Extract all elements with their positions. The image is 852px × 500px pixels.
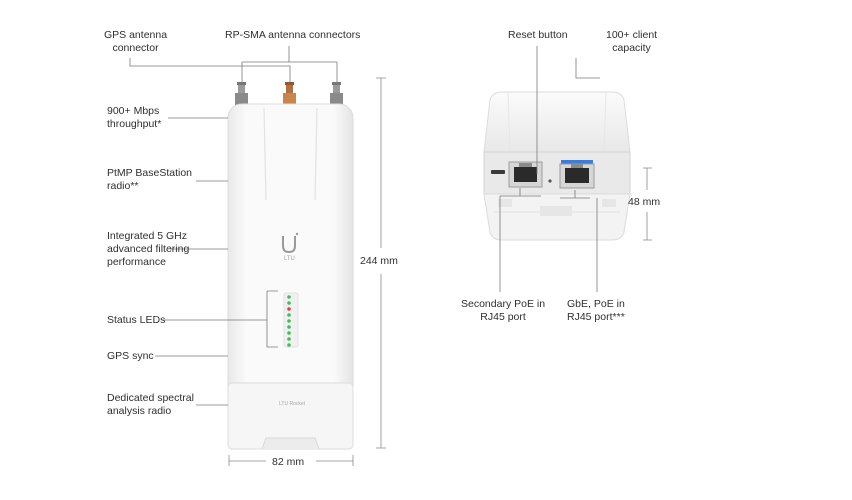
antenna-connector-left [235, 82, 248, 105]
rj45-port-gbe [559, 160, 595, 189]
device-logo-text: LTU [284, 256, 295, 262]
left-device [227, 82, 354, 450]
callout-secondary-poe-port: Secondary PoE in RJ45 port [461, 298, 546, 323]
antenna-connector-gps [283, 82, 296, 105]
dimension-width-82: 82 mm [272, 456, 305, 468]
callout-client-capacity: 100+ client capacity [606, 29, 658, 54]
port-slot [491, 170, 505, 174]
rj45-port-secondary [508, 161, 543, 188]
device-top-shell [483, 91, 631, 153]
device-model-text: LTU Rocket [279, 401, 306, 407]
ubiquiti-logo-icon [282, 232, 299, 254]
left-callout-lines [129, 46, 338, 406]
callout-rpsma-connectors: RP-SMA antenna connectors [225, 29, 361, 41]
callout-gps-sync: GPS sync [107, 350, 154, 362]
right-dimension-lines [643, 167, 652, 241]
callout-status-leds: Status LEDs [107, 314, 166, 326]
left-dimension-lines [228, 77, 386, 466]
right-device [483, 91, 631, 241]
callout-throughput: 900+ Mbps throughput* [107, 105, 162, 130]
callout-filtering: Integrated 5 GHz advanced filtering perf… [107, 230, 190, 268]
device-bottom-skirt [483, 193, 631, 241]
dimension-height-48: 48 mm [628, 196, 661, 208]
right-callout-lines [499, 46, 600, 292]
status-led-strip [283, 292, 299, 348]
dimension-height-244: 244 mm [360, 255, 398, 267]
callout-gps-antenna-connector: GPS antenna connector [104, 29, 168, 54]
callout-ptmp-basestation: PtMP BaseStation radio** [107, 167, 193, 192]
antenna-connector-right [330, 82, 343, 105]
callout-gbe-poe-port: GbE, PoE in RJ45 port*** [567, 298, 625, 323]
callout-reset-button: Reset button [508, 29, 568, 41]
port-bay [483, 151, 631, 195]
callout-spectral-radio: Dedicated spectral analysis radio [107, 392, 194, 417]
reset-button-hole [548, 179, 552, 183]
